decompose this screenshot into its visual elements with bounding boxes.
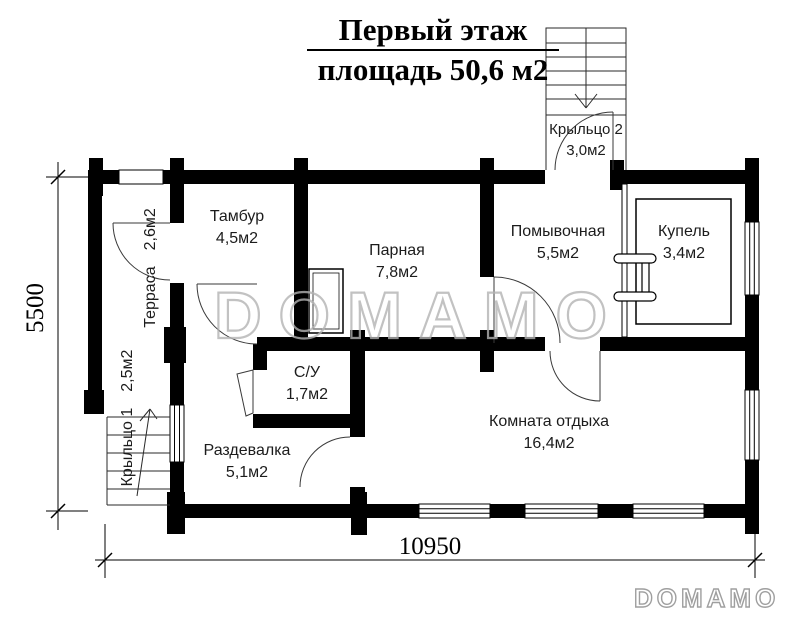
dimension-horizontal <box>95 524 765 578</box>
door-razdevalka <box>299 436 351 488</box>
watermark-center: DOMAMO <box>213 277 624 353</box>
room-label-komnata-otdyha: Комната отдыха 16,4м2 <box>489 413 609 452</box>
door-terrace <box>112 222 171 281</box>
room-label-porch1: Крыльцо 12,5м2 <box>119 349 136 487</box>
stove <box>308 268 344 334</box>
window-bottom-1 <box>418 503 491 519</box>
window-bottom-3 <box>632 503 705 519</box>
dimension-lines <box>46 162 765 578</box>
window-porch1 <box>169 404 185 463</box>
room-label-parnaya: Парная 7,8м2 <box>369 242 425 281</box>
windows <box>169 221 760 519</box>
drawing-title: Первый этаж площадь 50,6 м2 <box>307 12 559 88</box>
room-label-razdevalka: Раздевалка 5,1м2 <box>203 442 291 481</box>
title-floor: Первый этаж <box>338 12 528 47</box>
door-porch2 <box>554 111 614 171</box>
dimension-width-value: 10950 <box>398 533 462 560</box>
dimension-height-value: 5500 <box>22 283 49 333</box>
window-right-2 <box>744 389 760 461</box>
room-label-porch2: Крыльцо 2 3,0м2 <box>549 121 623 159</box>
room-label-kupel: Купель 3,4м2 <box>657 223 711 262</box>
door-su-leaf <box>236 369 254 417</box>
door-tambur <box>196 283 258 345</box>
terrace-opening <box>118 169 164 185</box>
window-bottom-2 <box>524 503 599 519</box>
title-divider <box>307 49 559 51</box>
window-right-1 <box>744 221 760 296</box>
doors <box>112 111 614 488</box>
door-pomyvochnaya <box>493 276 561 344</box>
room-label-pomyvochnaya: Помывочная 5,5м2 <box>510 223 606 262</box>
room-label-su: С/У 1,7м2 <box>285 364 329 403</box>
door-komnata-otdyha <box>549 350 601 402</box>
title-area: площадь 50,6 м2 <box>317 52 549 87</box>
stairs-porch-1 <box>106 408 170 506</box>
watermark-corner: DOMAMO <box>633 582 780 613</box>
tub-ladder <box>613 253 657 302</box>
stairs-porch-2 <box>545 27 627 170</box>
stairs-up-arrow <box>136 408 158 497</box>
dimension-vertical <box>46 162 88 530</box>
room-label-tambur: Тамбур 4,5м2 <box>209 208 265 247</box>
stairs-down-arrow <box>574 93 598 109</box>
room-label-terrasa: Терраса2,6м2 <box>142 208 159 328</box>
log-ends <box>84 158 759 535</box>
